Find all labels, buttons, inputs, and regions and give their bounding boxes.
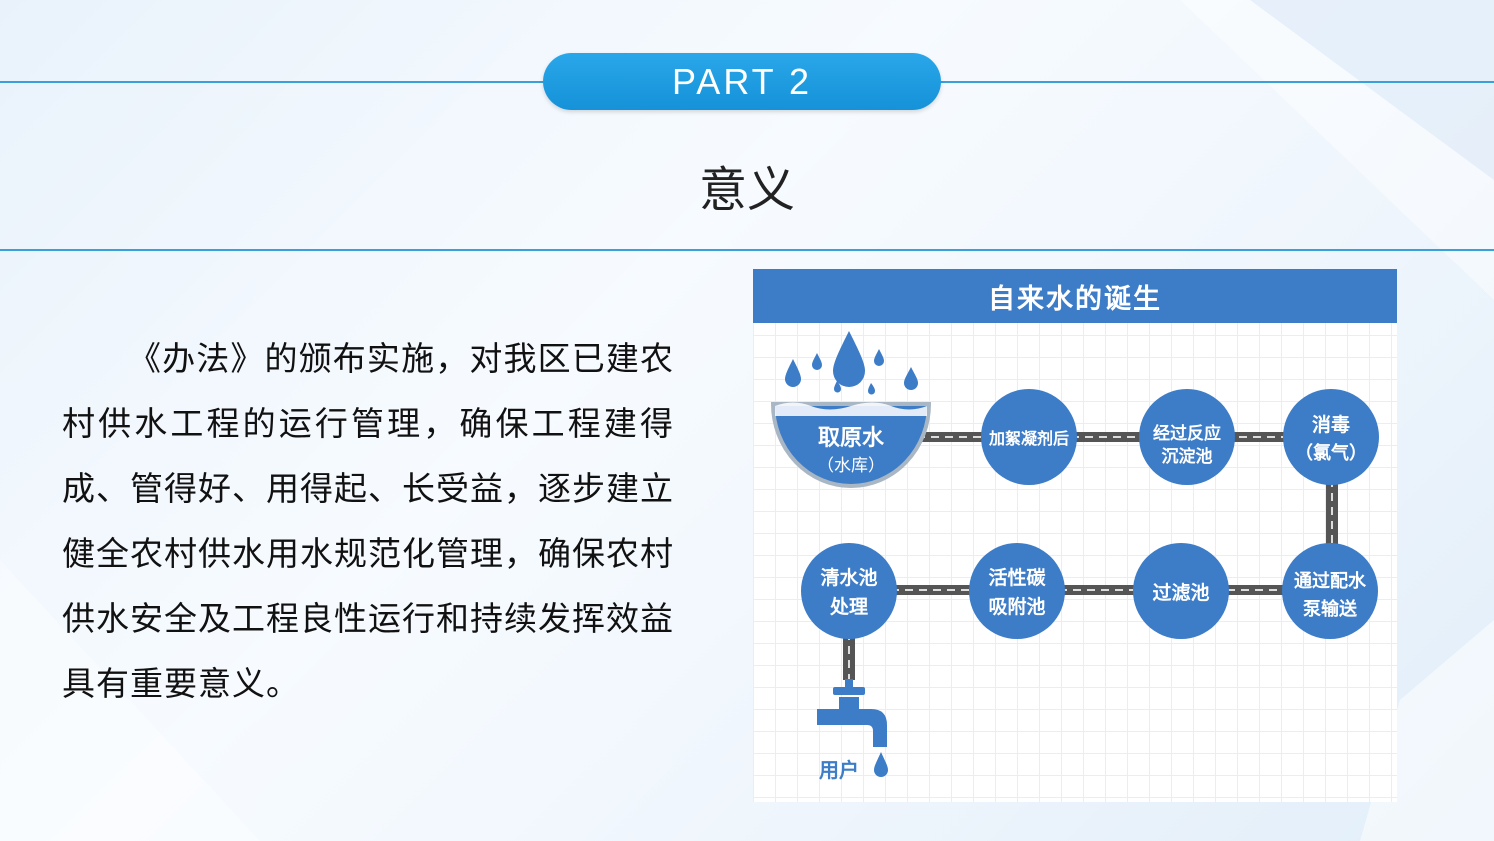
step-circle-2: 经过反应 沉淀池	[1139, 389, 1235, 485]
title-divider-line	[0, 249, 1494, 251]
step-2-label-line1: 经过反应	[1153, 423, 1221, 444]
part-label-text: PART 2	[671, 60, 813, 102]
step-7-label-line2: 处理	[829, 595, 868, 618]
step-circle-6: 活性碳 吸附池	[969, 543, 1065, 639]
step-circle-1: 加絮凝剂后	[981, 389, 1077, 485]
step-circle-4: 通过配水 泵输送	[1282, 543, 1378, 639]
step-3-label-line2: （氯气）	[1295, 442, 1367, 464]
step-6-label-line1: 活性碳	[988, 566, 1046, 589]
part-label-badge: PART 2	[543, 53, 941, 110]
body-paragraph: 《办法》的颁布实施，对我区已建农村供水工程的运行管理，确保工程建得成、管得好、用…	[62, 339, 674, 703]
water-drop-icon	[874, 752, 888, 777]
pipes	[843, 432, 1338, 680]
step-circle-5: 过滤池	[1133, 543, 1229, 639]
source-label-line2: （水库）	[817, 456, 885, 476]
step-5-label: 过滤池	[1152, 581, 1209, 604]
step-1-label: 加絮凝剂后	[988, 429, 1069, 448]
user-label: 用户	[819, 758, 859, 782]
step-6-label-line2: 吸附池	[988, 595, 1045, 618]
faucet-icon	[817, 679, 887, 747]
step-7-label-line1: 清水池	[820, 566, 877, 589]
step-circle-3: 消毒 （氯气）	[1283, 389, 1379, 485]
source-reservoir-icon: 取原水 （水库）	[770, 402, 932, 488]
step-2-label-line2: 沉淀池	[1162, 446, 1213, 467]
step-circle-7: 清水池 处理	[801, 543, 897, 639]
source-label-line1: 取原水	[818, 426, 885, 451]
water-drops-icon	[785, 331, 918, 395]
water-process-diagram: 自来水的诞生 取原水 （水库）	[753, 269, 1397, 802]
diagram-canvas: 取原水 （水库） 加絮凝剂后 经过反应 沉淀池 消毒 （氯气） 通过配水 泵输送…	[770, 331, 1379, 782]
page-title: 意义	[698, 162, 795, 218]
step-4-label-line1: 通过配水	[1294, 570, 1367, 592]
step-4-label-line2: 泵输送	[1303, 598, 1358, 620]
diagram-title: 自来水的诞生	[753, 269, 1397, 323]
step-3-label-line1: 消毒	[1312, 413, 1350, 436]
